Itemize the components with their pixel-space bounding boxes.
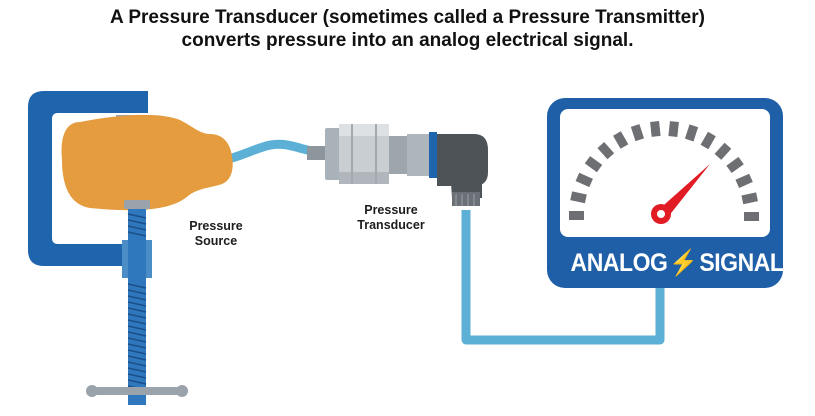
clamp-screw-thread	[128, 209, 146, 405]
pressure-transducer-label: Pressure Transducer	[346, 203, 436, 233]
signal-cable	[461, 210, 665, 345]
clamp-foot	[124, 200, 150, 209]
diagram-title: A Pressure Transducer (sometimes called …	[0, 6, 815, 52]
screw-thread-lines	[127, 213, 147, 391]
clamp-handle	[92, 387, 182, 395]
pressure-source-label: Pressure Source	[176, 219, 256, 249]
gauge-tick-marks	[569, 120, 759, 221]
analog-signal-banner: ANALOG⚡SIGNAL	[570, 243, 784, 283]
pressure-transducer	[307, 124, 488, 206]
source-label-line-1: Pressure	[189, 219, 243, 233]
transducer-label-line-1: Pressure	[364, 203, 418, 217]
pressure-source-bulb	[61, 114, 233, 211]
source-label-line-2: Source	[194, 234, 238, 248]
title-line-2: converts pressure into an analog electri…	[181, 30, 634, 51]
gauge-needle	[651, 164, 710, 224]
transducer-label-line-2: Transducer	[357, 218, 425, 232]
lightning-bolt-icon: ⚡	[669, 249, 698, 277]
banner-word-analog: ANALOG	[570, 249, 668, 277]
banner-word-signal: SIGNAL	[699, 249, 784, 277]
title-line-1: A Pressure Transducer (sometimes called …	[110, 7, 705, 28]
